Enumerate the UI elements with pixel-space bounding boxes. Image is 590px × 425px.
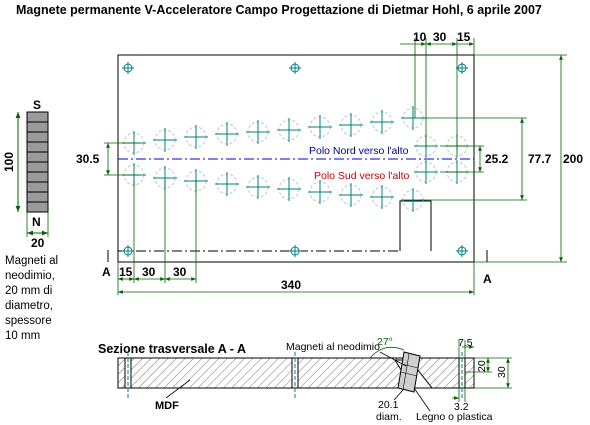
dim-20-section-label: 20 [476,360,488,372]
magnet-lower-7 [308,180,332,204]
screw-hole-top-left [122,62,134,74]
angle-label: 27° [377,336,393,348]
screw-holes [122,62,468,257]
north-pole-label: N [32,215,41,229]
dim-7-5-label: 7.5 [458,337,473,349]
bottom-dimensions [117,180,475,295]
diam-value: 20.1 [378,399,399,411]
wood-insert [397,351,421,393]
south-pole-note: Polo Sud verso l'alto [314,170,410,182]
dim-200-label: 200 [563,152,583,166]
magnet-note-1: Magneti al [5,255,58,267]
magnet-upper-2 [153,128,177,152]
magnet-lower-9 [370,185,394,209]
drawing-title: Magnete permanente V-Acceleratore Campo … [16,3,542,17]
magnet-stack-dividers [27,121,48,203]
wood-label: Legno o plastica [416,411,493,423]
dim-25-2-lines [440,145,484,173]
magnet-note-2: neodimio, [5,270,55,282]
top-dimensions [400,38,475,150]
board-top-view: Polo Nord verso l'alto Polo Sud verso l'… [76,30,583,295]
magnet-note-6: 10 mm [5,330,40,342]
dim-20-label: 20 [31,236,45,250]
magnets-label: Magneti al neodimio [286,341,380,353]
dim-30-top-label: 30 [433,30,447,44]
magnet-stack-side-view: S N 100 20 Magneti al neodimio, 20 mm di… [2,98,58,342]
dim-340-label: 340 [281,278,301,292]
dim-10-label: 10 [413,30,427,44]
diam-unit: diam. [376,411,402,423]
screw-hole-bottom-middle [289,245,301,257]
magnet-upper-7 [308,115,332,139]
dim-15-top-label: 15 [457,30,471,44]
dim-30-5-lines [104,142,140,176]
magnet-note-5: spessore [5,315,52,327]
dim-15-bottom-label: 15 [119,265,133,279]
dim-30-section-label: 30 [496,366,508,378]
magnet-upper-5 [246,120,270,144]
magnet-lower-6 [277,177,301,201]
magnet-upper-4 [215,122,239,146]
magnet-note-4: diametro, [5,300,53,312]
dim-77-7-lines [420,117,527,201]
cross-section: Sezione trasversale A - A Magneti al neo… [98,336,512,423]
dim-25-2-label: 25.2 [485,152,509,166]
dim-30-5-label: 30.5 [76,152,100,166]
magnet-note-3: 20 mm di [5,285,52,297]
dim-30-bottom-a-label: 30 [142,265,156,279]
magnet-lower-4 [215,172,239,196]
angled-magnet-holder [394,351,434,393]
north-pole-note: Polo Nord verso l'alto [309,145,409,157]
magnet-upper-9 [370,110,394,134]
section-dims [452,340,512,402]
screw-hole-top-middle [289,62,301,74]
magnet-lower-5 [246,175,270,199]
mdf-label: MDF [155,400,179,412]
dim-100-label: 100 [2,152,16,172]
section-title: Sezione trasversale A - A [98,342,246,356]
magnet-lower-8 [339,183,363,207]
magnet-upper-6 [277,118,301,142]
south-pole-label: S [33,98,41,112]
screw-hole-top-right [456,62,468,74]
section-mark-left: A [102,265,111,279]
dim-77-7-label: 77.7 [528,152,552,166]
slot-cutout [399,200,432,251]
section-mark-right: A [483,272,492,286]
magnet-end-lower-1 [414,160,438,184]
magnet-upper-3 [184,125,208,149]
screw-hole-bottom-right [456,245,468,257]
screw-hole-bottom-left [122,245,134,257]
magnet-upper-8 [339,113,363,137]
dim-30-bottom-b-label: 30 [173,265,187,279]
dim-200-lines [474,54,567,263]
dim-3-2-label: 3.2 [454,401,469,413]
